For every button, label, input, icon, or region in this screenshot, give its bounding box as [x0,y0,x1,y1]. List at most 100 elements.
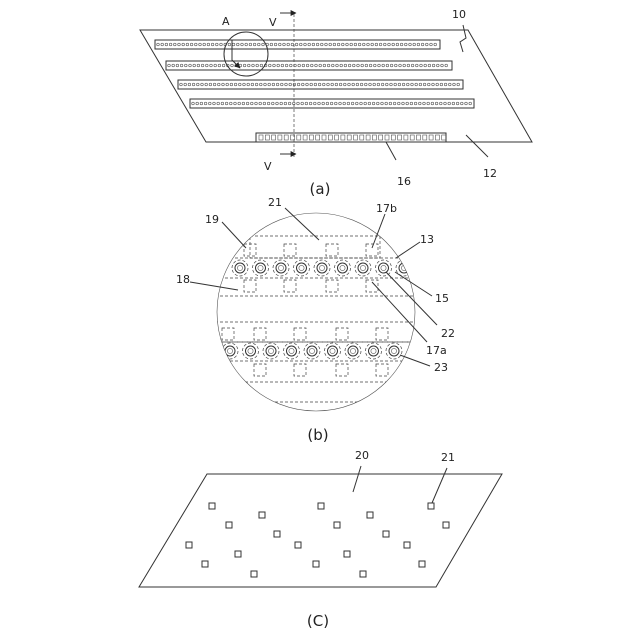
electrode-dot [403,64,406,67]
electrode-dot [396,43,399,46]
electrode-dot [260,83,263,86]
detail-contents [215,236,425,412]
electrode-dot [367,43,370,46]
connector-pad [322,135,326,140]
electrode-dot [363,43,366,46]
electrode-dot [392,43,395,46]
led-outer [276,263,286,273]
electrode-dot [314,102,317,105]
leader-10 [460,25,466,52]
led-core [309,348,314,353]
leader-15 [395,272,432,296]
electrode-dot [402,83,405,86]
electrode-dot [365,83,368,86]
electrode-dot [297,102,300,105]
electrode-dot [172,64,175,67]
electrode-dot [210,64,213,67]
electrode-dot [340,64,343,67]
aperture-square [376,328,388,340]
electrode-dot [251,83,254,86]
electrode-dot [343,102,346,105]
electrode-dot [218,64,221,67]
electrode-dot [420,64,423,67]
ref-17b: 17b [376,202,397,215]
connector-pad [284,135,288,140]
electrode-dot [263,102,266,105]
electrode-dot [289,83,292,86]
mask-square [428,503,434,509]
electrode-dot [339,83,342,86]
aperture-square [326,244,338,256]
electrode-dot [457,83,460,86]
electrode-dot [247,83,250,86]
electrode-dot [197,83,200,86]
electrode-dot [310,83,313,86]
led-halo [294,260,310,276]
electrode-dot [301,102,304,105]
electrode-dot [335,83,338,86]
led-core [319,265,324,270]
electrode-dot [432,64,435,67]
electrode-dot [225,102,228,105]
electrode-dot [169,43,172,46]
electrode-dot [398,102,401,105]
electrode-dot [314,83,317,86]
led-core [227,348,232,353]
electrode-dot [327,64,330,67]
electrode-dot [161,43,164,46]
electrode-dot [411,83,414,86]
electrode-dot [448,102,451,105]
electrode-dot [419,83,422,86]
electrode-dot [410,102,413,105]
ref-19: 19 [205,213,219,226]
electrode-strips [155,40,474,108]
electrode-dot [213,102,216,105]
electrode-dot [428,83,431,86]
ref-23: 23 [434,361,448,374]
electrode-dot [440,102,443,105]
electrode-dot [253,43,256,46]
connector-pad [316,135,320,140]
ref-17a: 17a [426,344,447,357]
label-v-top: V [269,16,277,29]
ref-21-b: 21 [268,196,282,209]
caption-b: (b) [307,426,328,444]
electrode-dot [360,83,363,86]
electrode-dot [245,43,248,46]
electrode-dot [453,83,456,86]
mask-square [404,542,410,548]
electrode-dot [291,43,294,46]
electrode-dot [188,83,191,86]
electrode-dot [272,83,275,86]
electrode-dot [209,83,212,86]
electrode-dot [228,43,231,46]
electrode-dot [297,83,300,86]
electrode-dot [435,102,438,105]
electrode-dot [342,43,345,46]
connector-pad [354,135,358,140]
electrode-dot [432,83,435,86]
aperture-square [294,364,306,376]
electrode-dot [384,43,387,46]
electrode-dot [193,64,196,67]
electrode-dot [426,43,429,46]
electrode-dot [407,83,410,86]
electrode-dot [382,64,385,67]
mask-square [313,561,319,567]
electrode-dot [356,102,359,105]
electrode-dot [239,64,242,67]
electrode-dot [306,64,309,67]
electrode-dot [399,64,402,67]
leader-17b [372,214,385,248]
electrode-dot [189,64,192,67]
electrode-dot [305,102,308,105]
electrode-dot [269,64,272,67]
electrode-dot [199,43,202,46]
electrode-dot [276,83,279,86]
electrode-dot [214,64,217,67]
electrode-dot [428,64,431,67]
connector-pad [379,135,383,140]
electrode-dot [393,102,396,105]
connector-pad [410,135,414,140]
leader-21-c [432,468,447,503]
